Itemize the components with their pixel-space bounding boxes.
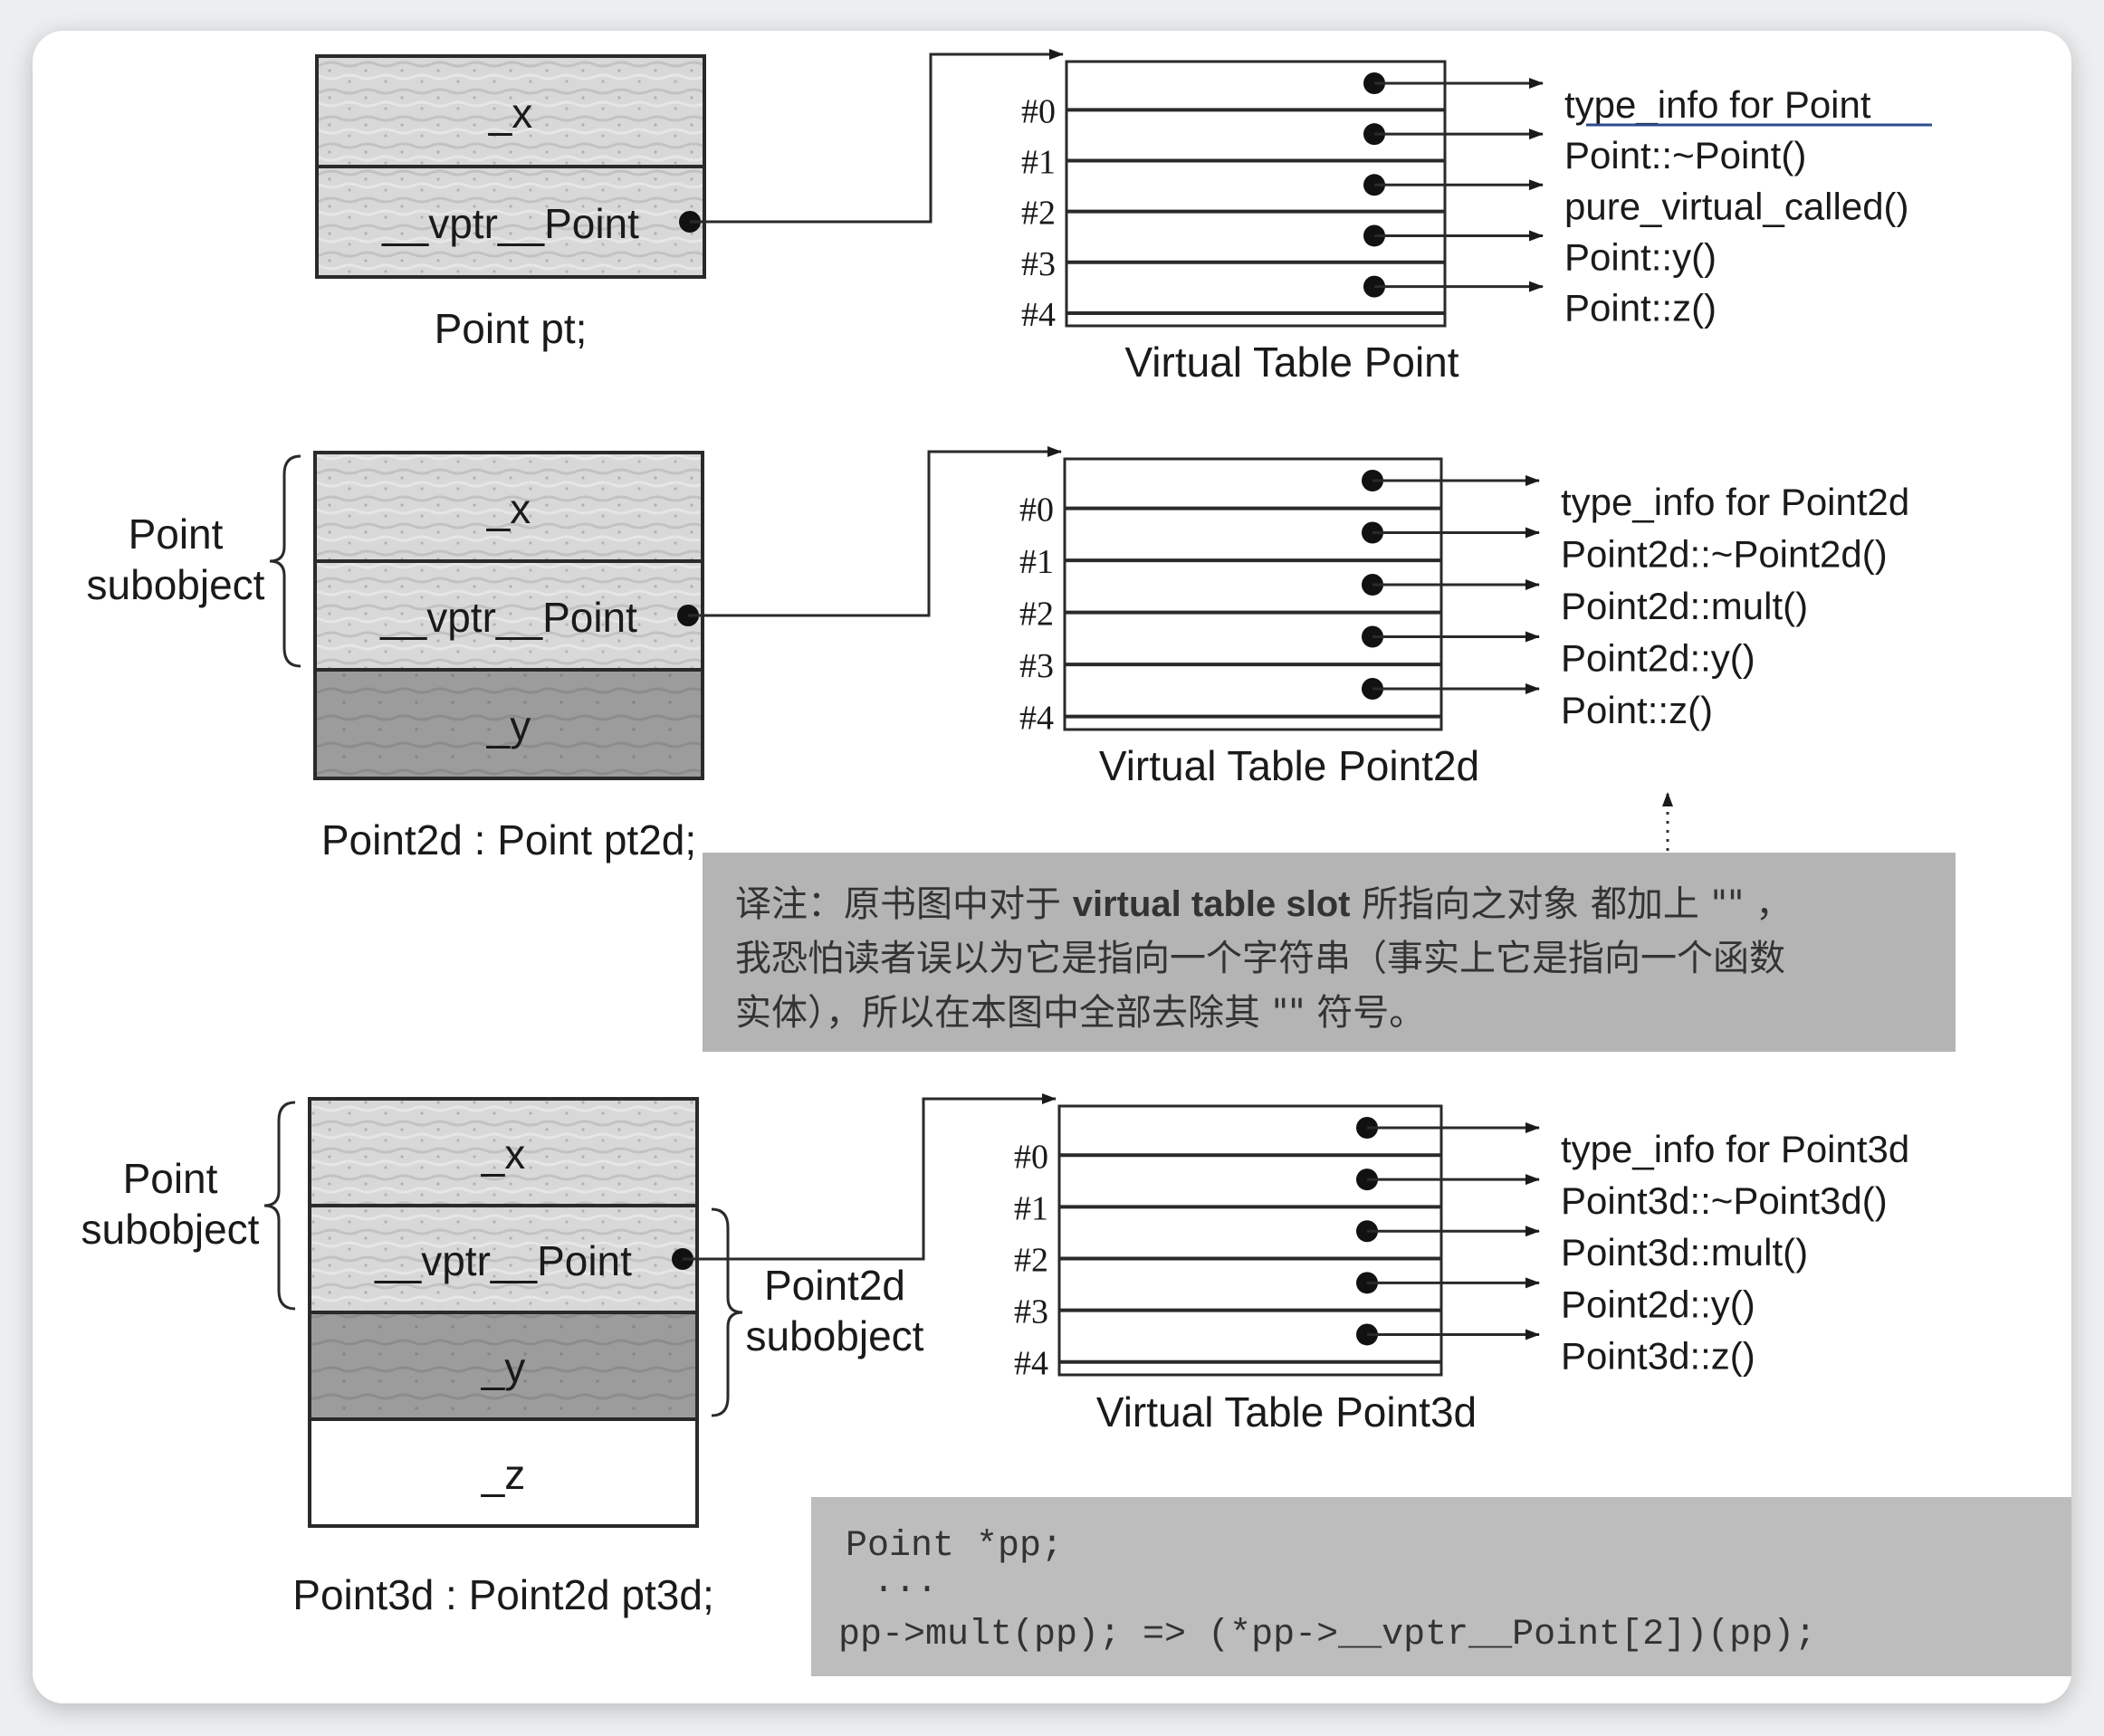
vtable-caption: Virtual Table Point2d [1099,742,1479,789]
virtual-table-3: #0#1#2#3#4 type_info for Point3dPoint3d::… [1014,1104,1909,1436]
brace-label: subobject [81,1206,260,1253]
object-cell-label: __vptr__Point [379,594,637,641]
object-cell-x [315,54,706,168]
object-cell-vptrPoint [315,165,706,279]
function-label: Point::z() [1564,287,1717,329]
object-caption: Point3d : Point2d pt3d; [292,1571,713,1618]
object-cell-label: _z [481,1451,526,1498]
brace-label: Point [129,510,224,558]
object-caption: Point2d : Point pt2d; [321,816,696,863]
object-cell-label: _x [488,90,533,137]
function-label: Point3d::mult() [1561,1231,1808,1273]
vtable-box [1057,1104,1443,1377]
vtable-slot-label: #1 [1021,144,1056,182]
object-cell-y [313,668,704,780]
virtual-table-1: #0#1#2#3#4 type_info for PointPoint::~Poi… [1021,60,1909,386]
vtable-slot-label: #1 [1014,1189,1048,1227]
code-line-3: pp->mult(pp); => (*pp->__vptr__Point[2])… [838,1615,1816,1655]
vtable-slot-label: #3 [1021,245,1056,283]
brace-label: subobject [746,1312,924,1359]
code-line-2: ... [873,1562,938,1603]
function-label: Point::y() [1564,235,1717,278]
function-label: type_info for Point2d [1561,481,1909,523]
brace-icon [269,454,301,668]
object-cell-vptrPoint [308,1204,699,1314]
note-line-1: 译注：原书图中对于 virtual table slot 所指向之对象 都加上 … [735,883,1792,925]
code-line-1: Point *pp; [846,1526,1063,1567]
brace-label: Point2d [764,1262,905,1309]
object-cell-label: __vptr__Point [381,200,639,247]
function-label: Point3d::z() [1561,1334,1755,1377]
function-label: Point::~Point() [1564,134,1806,176]
object-cell-label: _y [481,1344,526,1391]
note-box [703,853,1956,1052]
function-label: Point2d::mult() [1561,585,1808,627]
vtable-slot-label: #4 [1014,1345,1048,1383]
vptr-arrow-icon [688,446,1062,617]
vtable-slot-label: #3 [1019,647,1054,685]
vtable-slot-label: #0 [1021,92,1056,130]
vptr-arrow-icon [690,49,1064,224]
object-caption: Point pt; [435,305,588,352]
function-label: pure_virtual_called() [1564,185,1909,227]
object-cell-label: _y [486,702,531,749]
object-cell-label: _x [486,485,531,532]
virtual-table-2: #0#1#2#3#4 type_info for Point2dPoint2d::… [1019,457,1909,789]
function-label: Point::z() [1561,689,1713,731]
vtable-slot-label: #2 [1019,596,1054,634]
vptr-arrow-icon [683,1093,1057,1261]
function-label: Point2d::~Point2d() [1561,533,1888,576]
object-cell-x [313,451,704,563]
brace-icon [263,1101,296,1311]
note-line-3: 实体），所以在本图中全部去除其 "" 符号。 [735,992,1425,1034]
vtable-slot-label: #2 [1021,195,1056,233]
vtable-caption: Virtual Table Point [1124,339,1458,386]
function-label: Point3d::~Point3d() [1561,1179,1888,1222]
code-box [811,1497,2071,1676]
brace-label: Point [123,1155,218,1202]
function-label: Point2d::y() [1561,637,1755,680]
object-cell-z [308,1417,699,1528]
vtable-slot-label: #2 [1014,1241,1048,1279]
vtable-slot-label: #3 [1014,1293,1048,1331]
function-label: type_info for Point [1564,83,1871,126]
vtable-slot-label: #1 [1019,543,1054,581]
brace-label: subobject [87,561,265,608]
vtable-slot-label: #4 [1021,296,1056,334]
note-line-2: 我恐怕读者误以为它是指向一个字符串（事实上它是指向一个函数 [735,938,1785,979]
vtable-slot-label: #0 [1019,491,1054,529]
object-cell-label: __vptr__Point [374,1237,632,1284]
vtable-slot-label: #4 [1019,700,1054,738]
code-block: Point *pp; ... pp->mult(pp); => (*pp->__… [811,1497,2071,1676]
brace-icon [711,1207,743,1417]
function-label: type_info for Point3d [1561,1128,1909,1170]
vtable-caption: Virtual Table Point3d [1096,1388,1477,1436]
object-cell-label: _x [481,1130,526,1178]
vtable-slot-label: #0 [1014,1138,1048,1176]
translator-note: 译注：原书图中对于 virtual table slot 所指向之对象 都加上 … [703,853,1956,1052]
function-label: Point2d::y() [1561,1283,1755,1325]
